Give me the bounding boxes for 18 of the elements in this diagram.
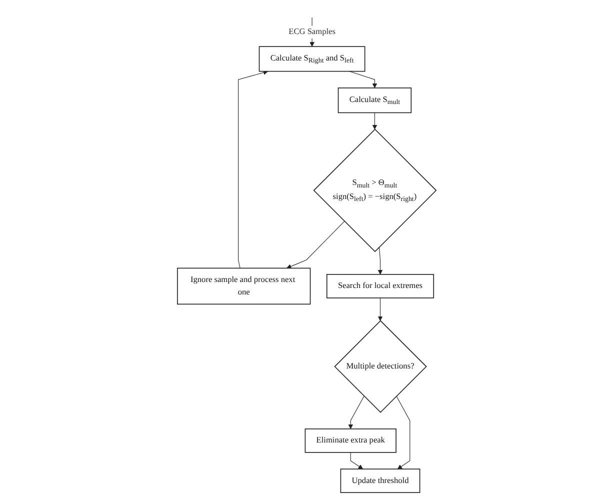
arrow xyxy=(396,396,410,470)
arrow xyxy=(238,70,268,268)
arrow xyxy=(348,396,364,430)
arrow xyxy=(286,221,344,269)
node-box: Eliminate extra peak xyxy=(304,428,396,453)
arrow xyxy=(378,246,382,275)
node-box: Search for local extremes xyxy=(326,274,434,298)
arrow xyxy=(349,71,377,88)
edge-label: ECG Samples xyxy=(288,27,336,36)
arrow xyxy=(378,298,382,321)
node-box: Ignore sample and process next one xyxy=(176,268,310,305)
node-box: Calculate S$_{Right}$ and S$_{left}$ xyxy=(258,46,365,72)
arrow xyxy=(372,112,377,130)
node-diamond: Multiple detections? xyxy=(334,320,427,413)
node-box: Calculate S$_{mult}$ xyxy=(338,88,412,114)
node-box: Update threshold xyxy=(340,468,420,493)
node-diamond: S$_{mult}$ > Θ$_{mult}$ sign(S$_{left}$) = −sign(S$_{right}$) xyxy=(312,128,436,252)
arrow xyxy=(350,452,363,470)
